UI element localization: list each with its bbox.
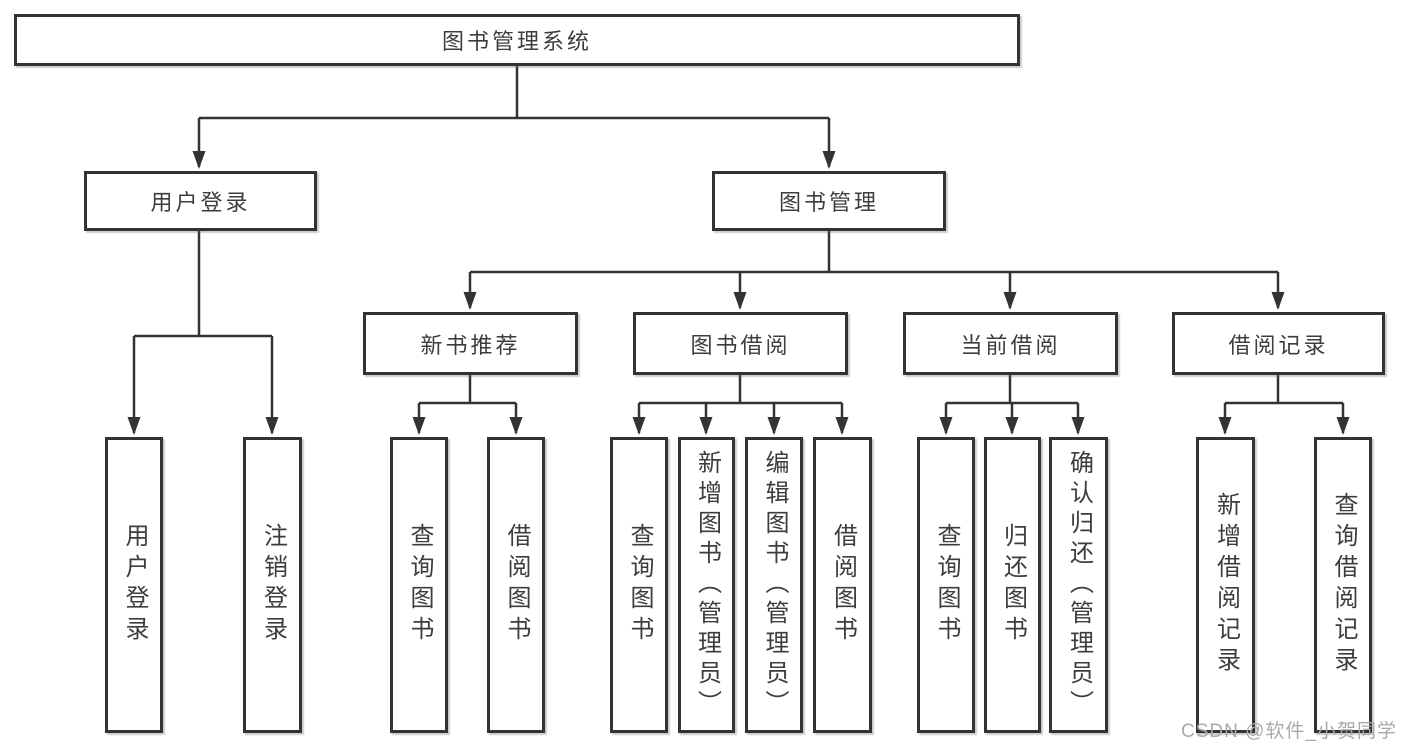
node-library-management-system: 图书管理系统 <box>14 14 1020 66</box>
node-current-borrowing: 当前借阅 <box>903 312 1118 375</box>
leaf-edit-book-admin: 编辑图书（管理员） <box>745 437 803 733</box>
leaf-newrec-borrow-books: 借阅图书 <box>487 437 545 733</box>
csdn-watermark: CSDN @软件_小贺同学 <box>1181 721 1397 742</box>
leaf-add-borrow-record: 新增借阅记录 <box>1196 437 1255 733</box>
leaf-add-book-admin: 新增图书（管理员） <box>678 437 735 733</box>
node-borrowing-records: 借阅记录 <box>1172 312 1385 375</box>
node-user-login: 用户登录 <box>84 171 317 231</box>
leaf-confirm-return-admin: 确认归还（管理员） <box>1049 437 1108 733</box>
leaf-return-books: 归还图书 <box>984 437 1041 733</box>
leaf-query-borrow-record: 查询借阅记录 <box>1314 437 1372 733</box>
leaf-user-login: 用户登录 <box>105 437 163 733</box>
node-book-management: 图书管理 <box>712 171 946 231</box>
leaf-current-query-books: 查询图书 <box>917 437 975 733</box>
leaf-borrowing-query-books: 查询图书 <box>610 437 668 733</box>
leaf-borrowing-borrow-books: 借阅图书 <box>813 437 872 733</box>
leaf-newrec-query-books: 查询图书 <box>390 437 448 733</box>
node-book-borrowing: 图书借阅 <box>633 312 848 375</box>
node-new-book-recommend: 新书推荐 <box>363 312 578 375</box>
leaf-logout: 注销登录 <box>243 437 302 733</box>
